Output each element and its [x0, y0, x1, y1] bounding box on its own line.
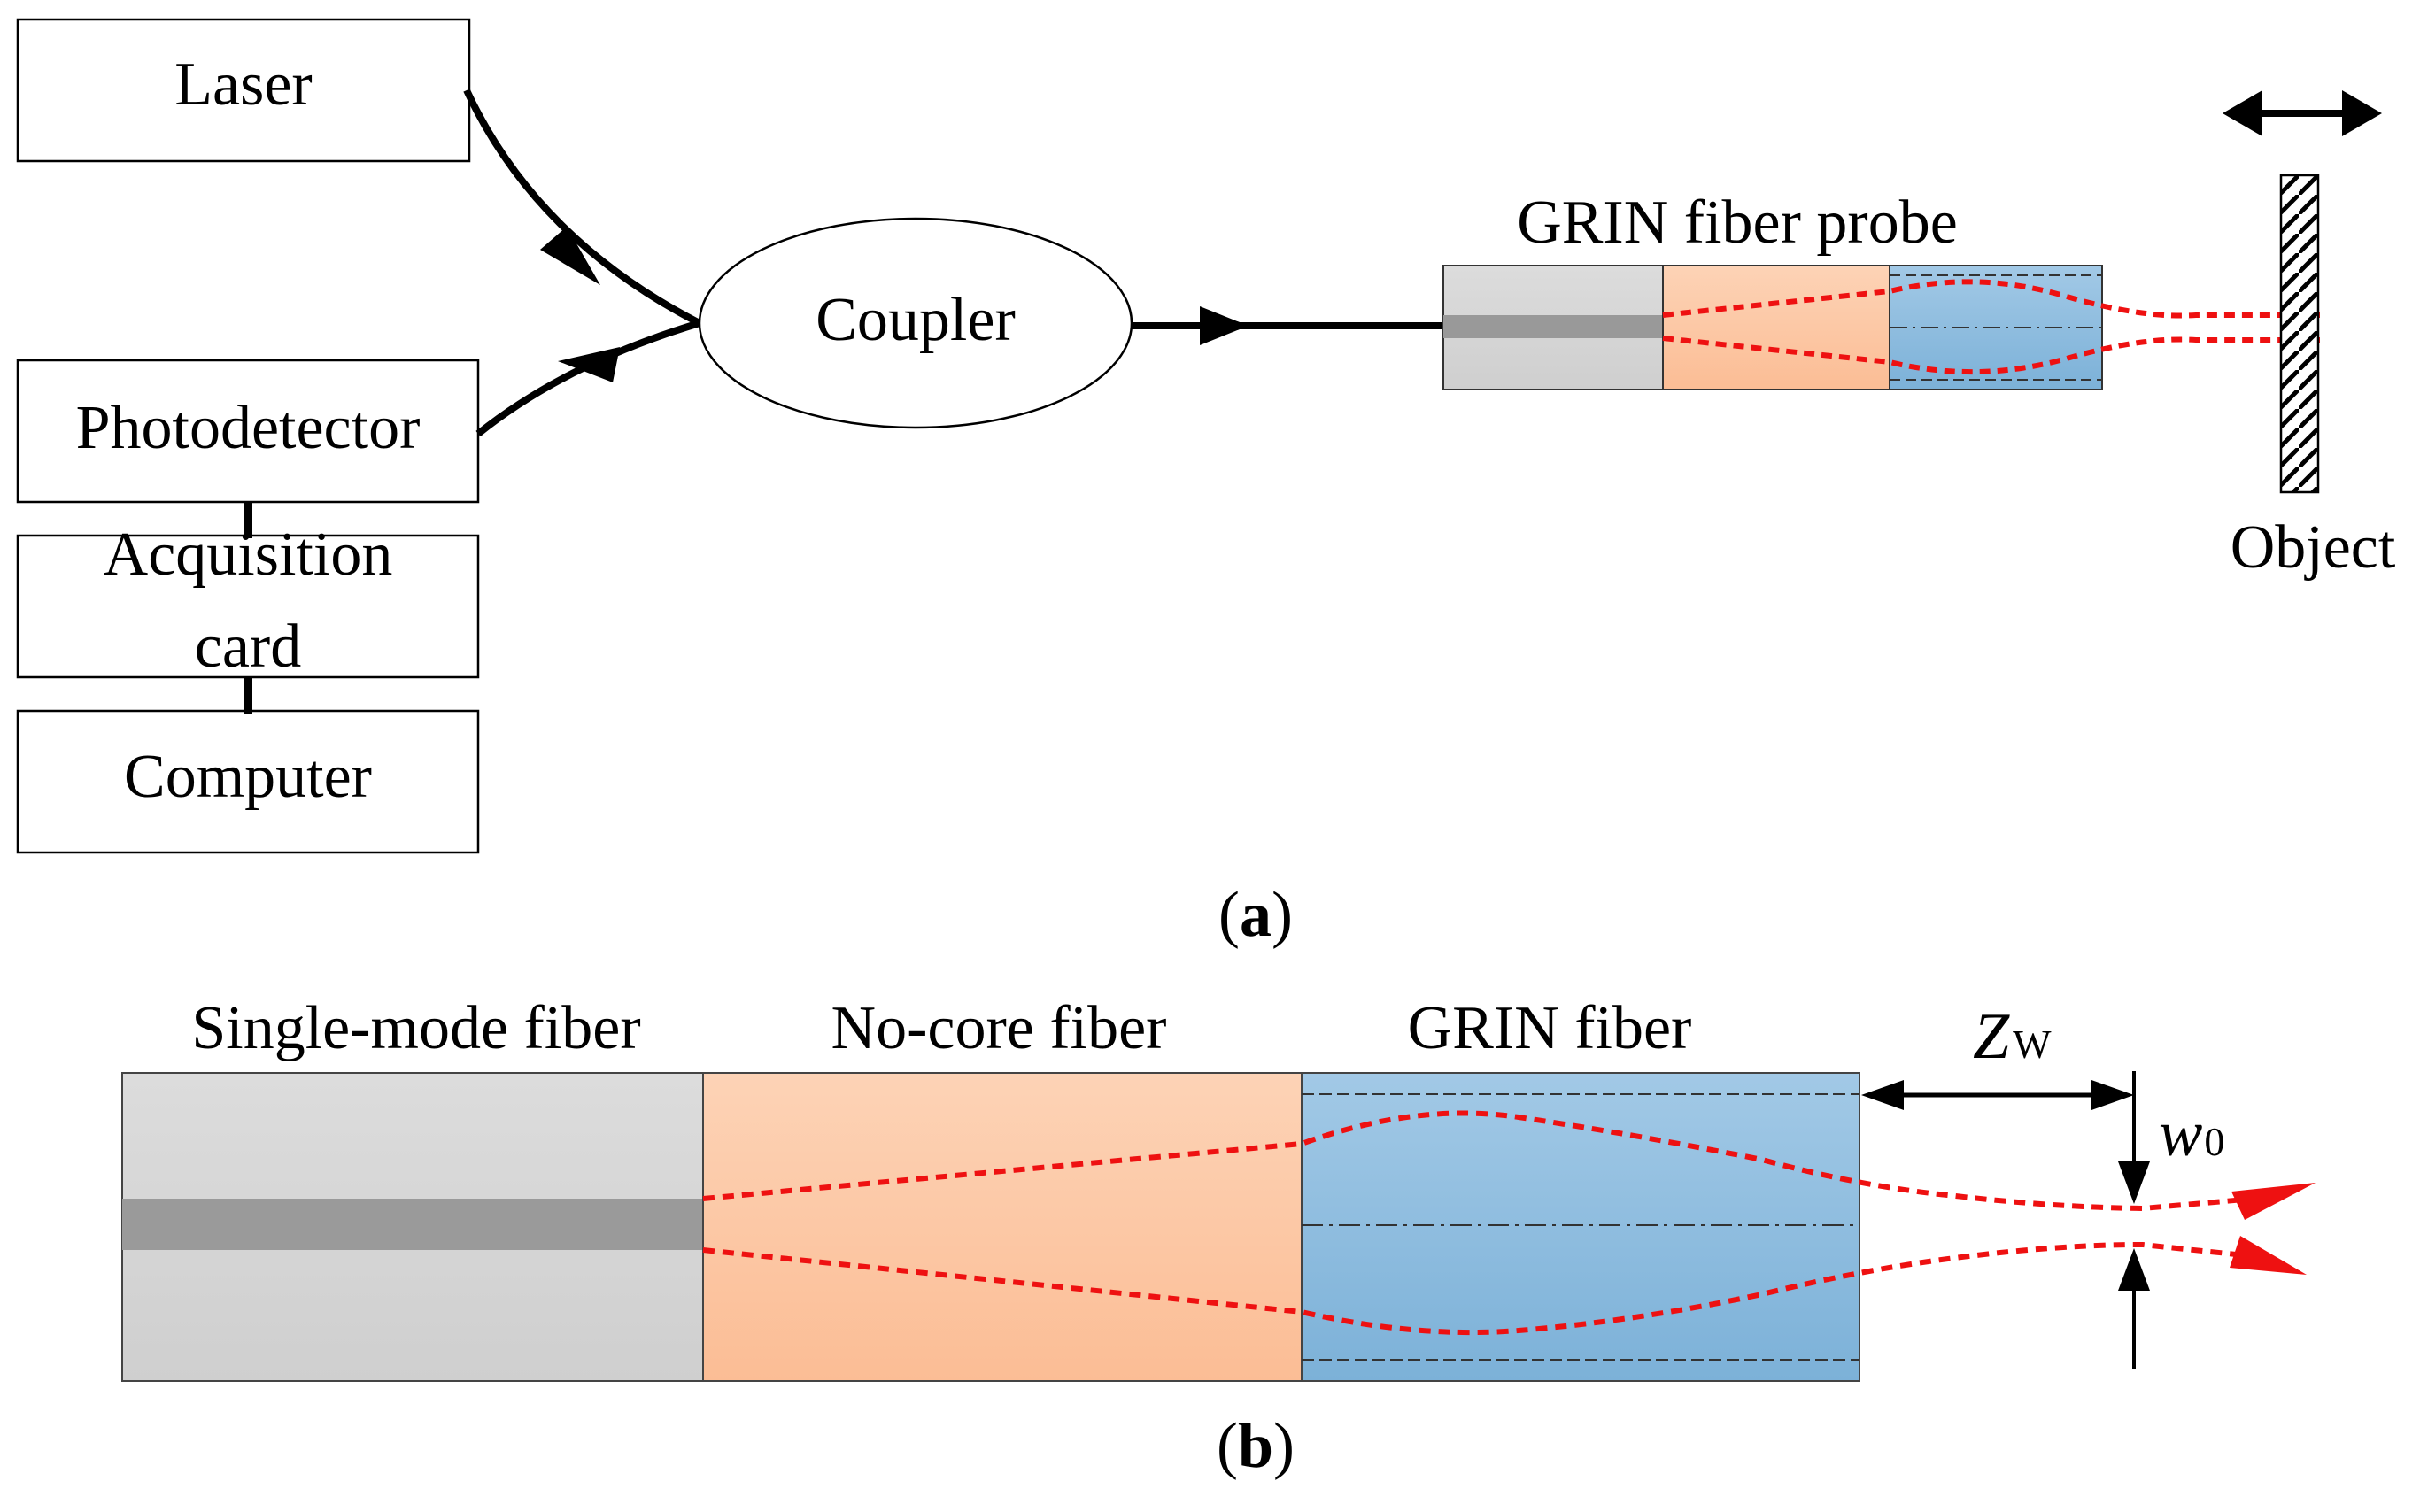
- zw-arrow-right: [2091, 1080, 2134, 1110]
- computer-box: Computer: [16, 709, 480, 854]
- zw-label: ZW: [1973, 1000, 2052, 1073]
- grin-label: GRIN fiber: [1408, 994, 1692, 1062]
- zw-dimension: ZW: [1861, 1000, 2136, 1110]
- object: Object: [2223, 90, 2396, 582]
- object-label: Object: [2231, 513, 2396, 582]
- smf-core: [122, 1199, 703, 1250]
- photodetector-fiber: [475, 320, 701, 437]
- panel-a: Laser Photodetector Acquisition card Com…: [16, 18, 2396, 950]
- zw-arrow-left: [1861, 1080, 1904, 1110]
- probe-smf-core: [1443, 315, 1663, 338]
- photodetector-box: Photodetector: [16, 359, 480, 504]
- laser-label: Laser: [174, 50, 312, 119]
- coupler: Coupler: [698, 217, 1133, 429]
- caption-a: (a): [1218, 879, 1293, 950]
- beam-lower: [702, 1241, 2246, 1336]
- caption-b: (b): [1217, 1410, 1295, 1481]
- smf-label: Single-mode fiber: [191, 994, 640, 1062]
- object-plate: [2279, 174, 2320, 494]
- computer-label: Computer: [124, 743, 372, 811]
- acquisition-label-line2: card: [195, 613, 301, 681]
- probe-beam-lower: [1662, 336, 2320, 375]
- probe-ncf-segment: [1662, 265, 1890, 390]
- w0-label: w0: [2159, 1098, 2224, 1170]
- probe-label: GRIN fiber probe: [1517, 189, 1958, 257]
- laser-fiber: [463, 89, 701, 327]
- w0-dimension: w0: [2118, 1098, 2224, 1369]
- w0-arrow-lower: [2118, 1248, 2150, 1291]
- beam-arrow-lower: [2230, 1236, 2307, 1275]
- probe-fiber-arrow: [1200, 306, 1249, 345]
- probe-beam-upper: [1662, 279, 2320, 319]
- beam-arrow-upper: [2231, 1183, 2316, 1220]
- laser-fiber-arrow: [540, 227, 600, 285]
- panel-b: Single-mode fiber No-core fiber GRIN fib…: [121, 994, 2316, 1481]
- w0-arrow-upper: [2118, 1161, 2150, 1204]
- laser-box: Laser: [16, 18, 471, 163]
- photodetector-label: Photodetector: [76, 394, 421, 462]
- ncf-segment: [702, 1072, 1303, 1382]
- object-motion-arrow-left: [2223, 90, 2262, 136]
- coupler-label: Coupler: [816, 286, 1016, 354]
- grin-fiber-probe: [1442, 265, 2320, 390]
- acquisition-card-box: Acquisition card: [16, 521, 480, 681]
- beam-upper: [702, 1110, 2246, 1212]
- ncf-label: No-core fiber: [831, 994, 1167, 1062]
- photodetector-fiber-arrow: [558, 347, 620, 382]
- object-motion-arrow-right: [2342, 90, 2382, 136]
